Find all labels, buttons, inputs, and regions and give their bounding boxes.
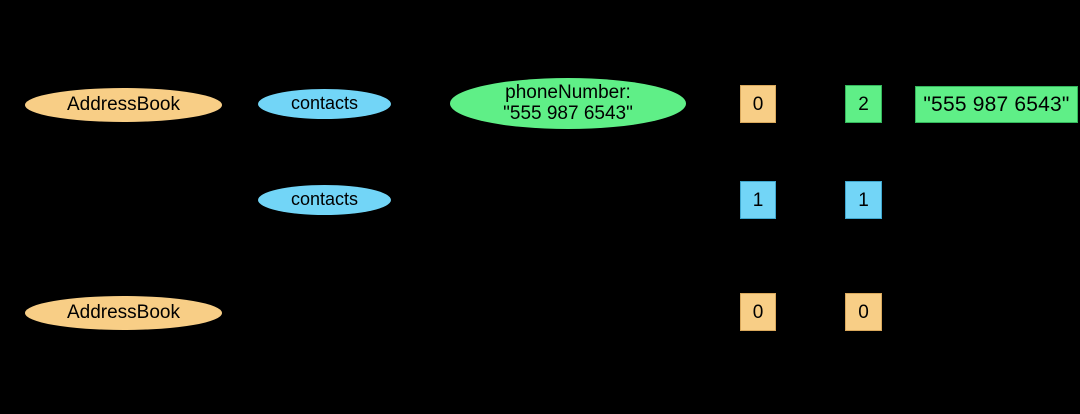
node-phonenumber-value: "555 987 6543" (503, 102, 633, 124)
value-cell-row1-col2[interactable]: 2 (845, 85, 882, 123)
value-cell-row2-col1[interactable]: 1 (740, 181, 776, 219)
node-phonenumber-key: phoneNumber: (505, 81, 631, 103)
node-contacts-row1[interactable]: contacts (258, 89, 391, 119)
value-cell-row3-col2[interactable]: 0 (845, 293, 882, 331)
value-cell-row3-col1[interactable]: 0 (740, 293, 776, 331)
node-contacts-row2[interactable]: contacts (258, 185, 391, 215)
node-addressbook-row3[interactable]: AddressBook (25, 296, 222, 330)
value-cell-row2-col2[interactable]: 1 (845, 181, 882, 219)
node-phonenumber-row1[interactable]: phoneNumber: "555 987 6543" (450, 78, 686, 129)
value-cell-row1-col1[interactable]: 0 (740, 85, 776, 123)
node-addressbook-row1[interactable]: AddressBook (25, 88, 222, 122)
value-cell-row1-col3[interactable]: "555 987 6543" (915, 86, 1078, 123)
